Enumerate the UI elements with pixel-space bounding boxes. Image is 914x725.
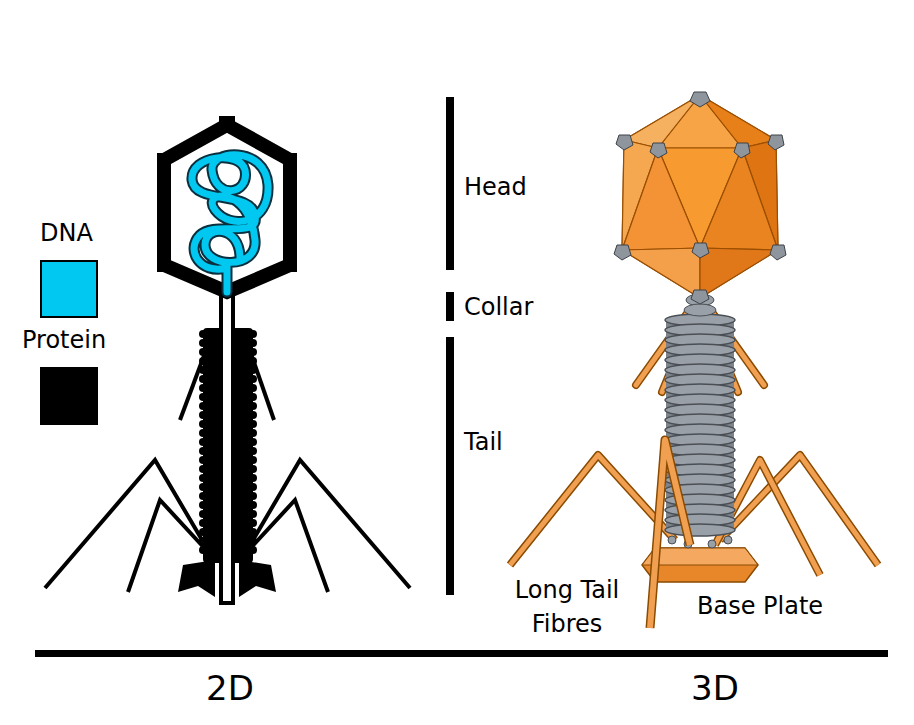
part-label: Base Plate xyxy=(697,592,823,621)
legend-text: DNA xyxy=(40,219,93,248)
legend-swatch xyxy=(40,367,98,425)
bracket xyxy=(446,97,454,595)
view-label: 3D xyxy=(691,668,739,709)
divider-line xyxy=(35,650,888,657)
legend-swatch xyxy=(40,260,98,318)
part-label: Tail xyxy=(464,428,503,457)
part-label: Long Tail Fibres xyxy=(492,574,642,641)
part-label: Collar xyxy=(464,293,533,322)
phage-2d xyxy=(45,116,410,605)
view-label: 2D xyxy=(206,668,254,709)
legend-text: Protein xyxy=(22,326,106,355)
phage-3d xyxy=(510,92,878,628)
part-label: Head xyxy=(464,173,527,202)
